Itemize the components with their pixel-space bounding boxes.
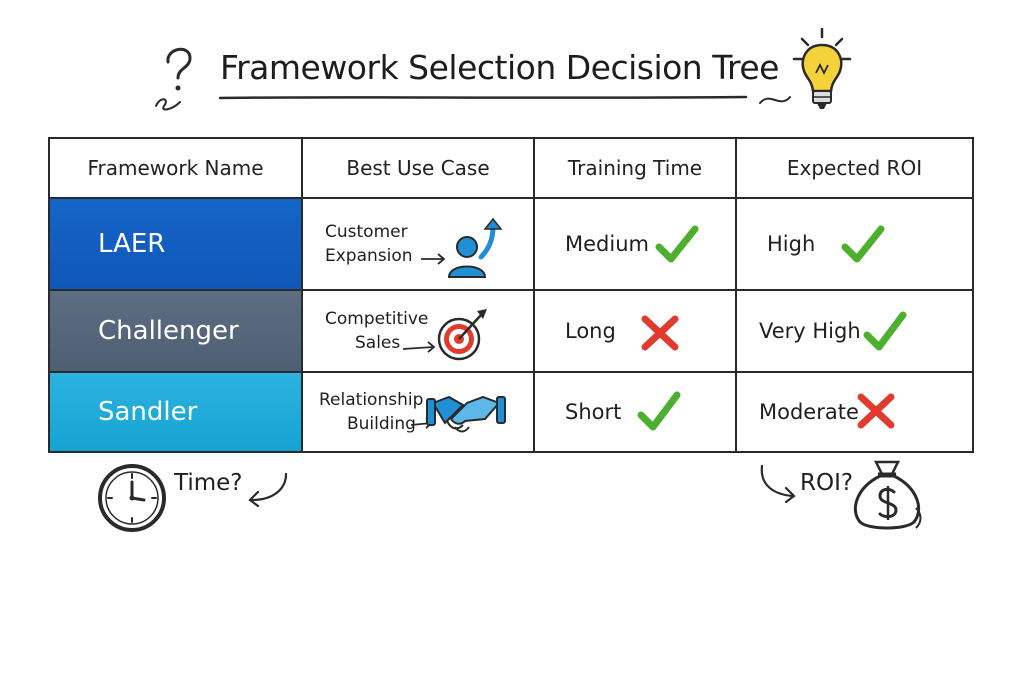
check-icon bbox=[655, 225, 699, 263]
question-mark-icon bbox=[155, 47, 192, 111]
cross-icon bbox=[641, 315, 679, 351]
use-case-cell: Competitive Sales bbox=[303, 291, 535, 373]
framework-name: Challenger bbox=[98, 316, 239, 346]
training-time-cell: Short bbox=[535, 373, 737, 453]
header-training-time: Training Time bbox=[535, 137, 737, 199]
roi-annotation: ROI? bbox=[800, 470, 854, 496]
header-expected-roi: Expected ROI bbox=[737, 137, 974, 199]
framework-name: LAER bbox=[98, 229, 166, 259]
check-icon bbox=[841, 225, 885, 263]
table-row: LAER Customer Expansion Medium bbox=[48, 199, 974, 291]
expected-roi-cell: Very High bbox=[737, 291, 974, 373]
use-case-line: Building bbox=[347, 414, 416, 434]
framework-name-cell: Challenger bbox=[48, 291, 303, 373]
clock-icon bbox=[98, 464, 166, 532]
arrow-icon bbox=[248, 472, 288, 508]
framework-name-cell: LAER bbox=[48, 199, 303, 291]
expected-roi-cell: High bbox=[737, 199, 974, 291]
time-annotation: Time? bbox=[174, 470, 243, 496]
training-time-value: Short bbox=[565, 400, 622, 424]
expected-roi-cell: Moderate bbox=[737, 373, 974, 453]
title-underline bbox=[218, 95, 748, 100]
use-case-line: Relationship bbox=[319, 390, 424, 410]
use-case-line: Sales bbox=[355, 333, 401, 353]
use-case-line: Competitive bbox=[325, 309, 429, 329]
use-case-text: Competitive Sales bbox=[325, 307, 428, 355]
use-case-text: Customer Expansion bbox=[325, 220, 413, 268]
check-icon bbox=[863, 311, 907, 351]
money-bag-icon bbox=[853, 460, 922, 530]
page-title: Framework Selection Decision Tree bbox=[220, 48, 779, 87]
use-case-text: Relationship Building bbox=[319, 388, 423, 436]
handshake-icon bbox=[411, 395, 506, 433]
use-case-line: Customer bbox=[325, 222, 408, 242]
training-time-value: Long bbox=[565, 319, 616, 343]
check-icon bbox=[637, 391, 681, 431]
table-header-row: Framework Name Best Use Case Training Ti… bbox=[48, 137, 974, 199]
header-best-use-case: Best Use Case bbox=[303, 137, 535, 199]
table-row: Challenger Competitive Sales bbox=[48, 291, 974, 373]
framework-table: Framework Name Best Use Case Training Ti… bbox=[48, 137, 974, 453]
target-icon bbox=[403, 309, 487, 361]
growth-person-icon bbox=[421, 217, 503, 278]
expected-roi-value: High bbox=[767, 232, 816, 256]
table-row: Sandler Relationship Building S bbox=[48, 373, 974, 453]
expected-roi-value: Very High bbox=[759, 319, 861, 343]
use-case-cell: Customer Expansion bbox=[303, 199, 535, 291]
cross-icon bbox=[857, 393, 895, 429]
framework-name: Sandler bbox=[98, 397, 198, 427]
header-framework-name: Framework Name bbox=[48, 137, 303, 199]
training-time-cell: Long bbox=[535, 291, 737, 373]
training-time-value: Medium bbox=[565, 232, 649, 256]
training-time-cell: Medium bbox=[535, 199, 737, 291]
use-case-line: Expansion bbox=[325, 246, 413, 266]
framework-name-cell: Sandler bbox=[48, 373, 303, 453]
arrow-icon bbox=[760, 464, 796, 504]
use-case-cell: Relationship Building bbox=[303, 373, 535, 453]
expected-roi-value: Moderate bbox=[759, 400, 859, 424]
lightbulb-icon bbox=[759, 27, 852, 109]
